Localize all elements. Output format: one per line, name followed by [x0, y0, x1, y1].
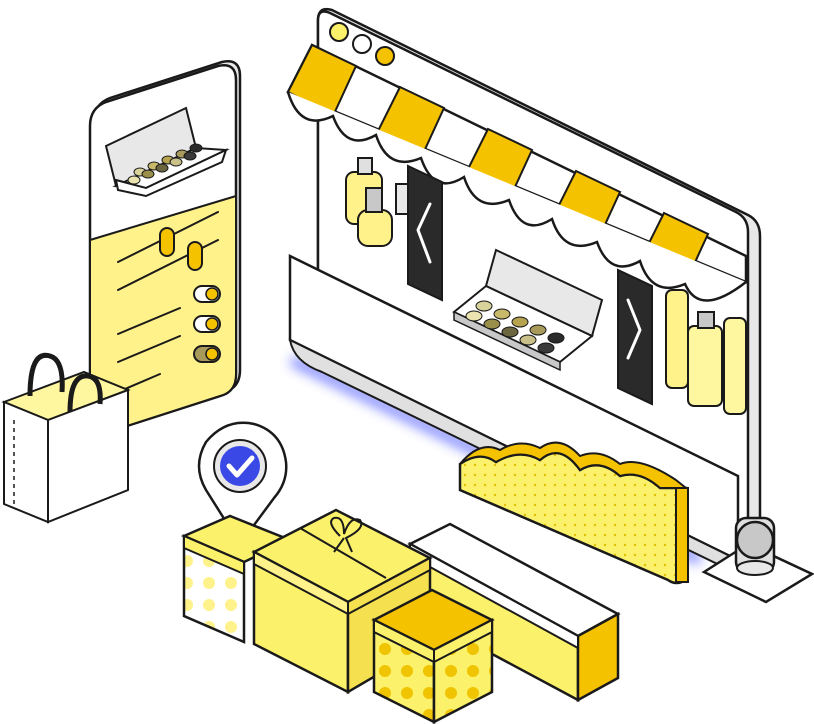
lotion-bottles: [665, 289, 747, 415]
eyeshadow-palette-small-icon: [104, 106, 230, 198]
checkmark-badge: [220, 446, 260, 486]
perfume-bottles: [345, 157, 411, 247]
filter-panel-icon: [88, 60, 242, 435]
window-dot-3-icon: [375, 46, 395, 66]
swatch: [141, 169, 155, 179]
palette-small-swatches: [127, 143, 203, 185]
toggle-2[interactable]: [193, 315, 221, 333]
gift-box-small-front: [371, 588, 495, 724]
window-dot-2-icon: [352, 34, 372, 54]
swatch: [519, 334, 537, 346]
swatch: [483, 318, 501, 330]
swatch: [169, 157, 183, 167]
chevron-left-icon: [416, 202, 432, 264]
gift-box-long: [407, 522, 621, 703]
carousel-next-button[interactable]: [617, 268, 653, 406]
location-pin-icon: [197, 421, 288, 547]
awning: [286, 43, 748, 302]
swatch: [475, 300, 493, 312]
swatch: [547, 332, 565, 344]
eyeshadow-palette-icon[interactable]: [452, 248, 604, 372]
monitor-stand: [701, 516, 814, 604]
palette-swatches: [465, 300, 565, 354]
swatch: [189, 143, 203, 153]
swatch: [183, 151, 197, 161]
swatch: [529, 324, 547, 336]
slider-handle-1[interactable]: [159, 227, 175, 257]
shopping-bag-icon: [1, 352, 131, 524]
slider-handle-2[interactable]: [187, 241, 203, 271]
swatch: [501, 326, 519, 338]
swatch: [511, 316, 529, 328]
swatch: [155, 163, 169, 173]
toggle-1[interactable]: [193, 285, 221, 303]
carousel-prev-button[interactable]: [407, 164, 443, 302]
swatch: [127, 175, 141, 185]
checkmark-icon: [226, 455, 255, 478]
promo-banner: [458, 441, 689, 585]
chevron-right-icon: [626, 298, 642, 360]
swatch: [537, 342, 555, 354]
swatch: [465, 310, 483, 322]
toggle-3[interactable]: [193, 345, 221, 363]
swatch: [493, 308, 511, 320]
window-dot-1-icon: [329, 22, 349, 42]
